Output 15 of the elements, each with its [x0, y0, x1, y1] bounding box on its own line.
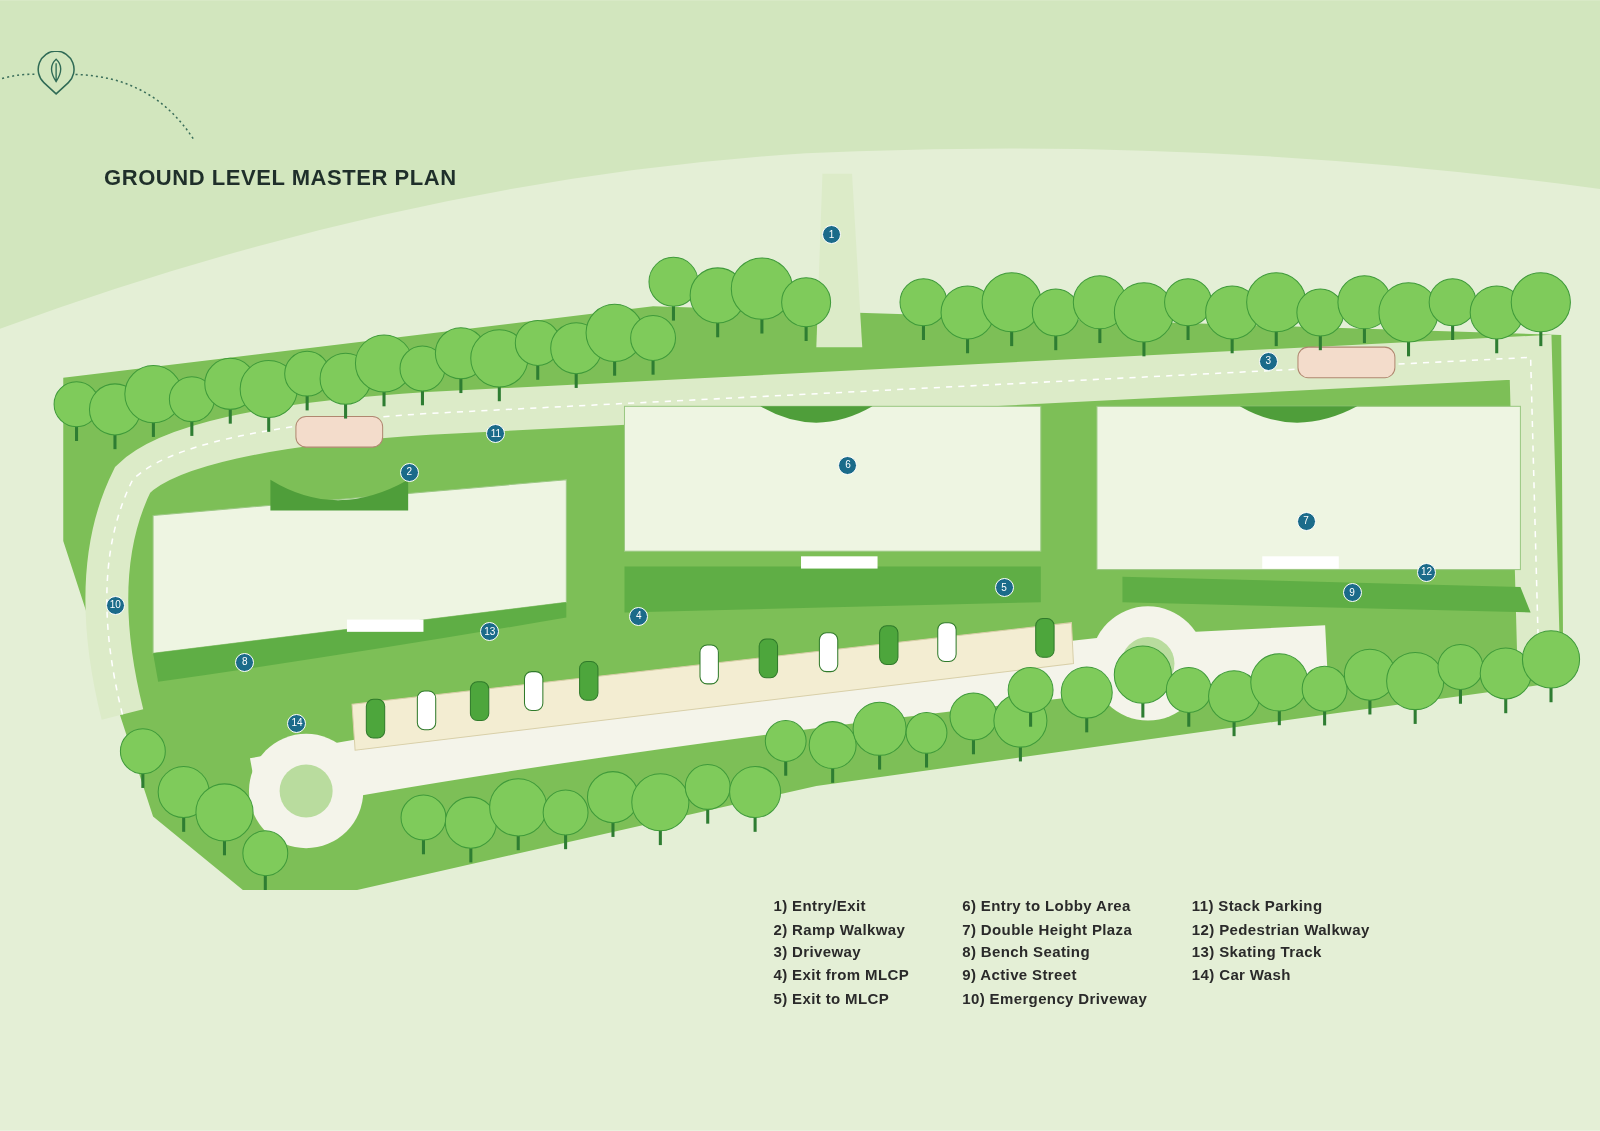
key-entry: 5) Exit to MLCP [773, 988, 890, 1009]
key-entry: 7) Double Height Plaza [962, 919, 1133, 940]
key-entry: 12) Pedestrian Walkway [1191, 919, 1370, 940]
key-entry: 9) Active Street [962, 965, 1077, 986]
key-entry: 4) Exit from MLCP [773, 965, 910, 986]
key-entry: 6) Entry to Lobby Area [962, 896, 1131, 917]
key-entry: 11) Stack Parking [1191, 896, 1323, 917]
key-entry: 1) Entry/Exit [773, 896, 866, 917]
key-entry: 3) Driveway [773, 942, 861, 962]
key-entry: 10) Emergency Driveway [962, 988, 1148, 1009]
key-entry: 2) Ramp Walkway [773, 919, 906, 940]
key-entry: 14) Car Wash [1191, 965, 1291, 986]
key-entry: 13) Skating Track [1191, 942, 1322, 962]
key-entry: 8) Bench Seating [962, 942, 1090, 962]
title: GROUND LEVEL MASTER PLAN [104, 164, 457, 193]
